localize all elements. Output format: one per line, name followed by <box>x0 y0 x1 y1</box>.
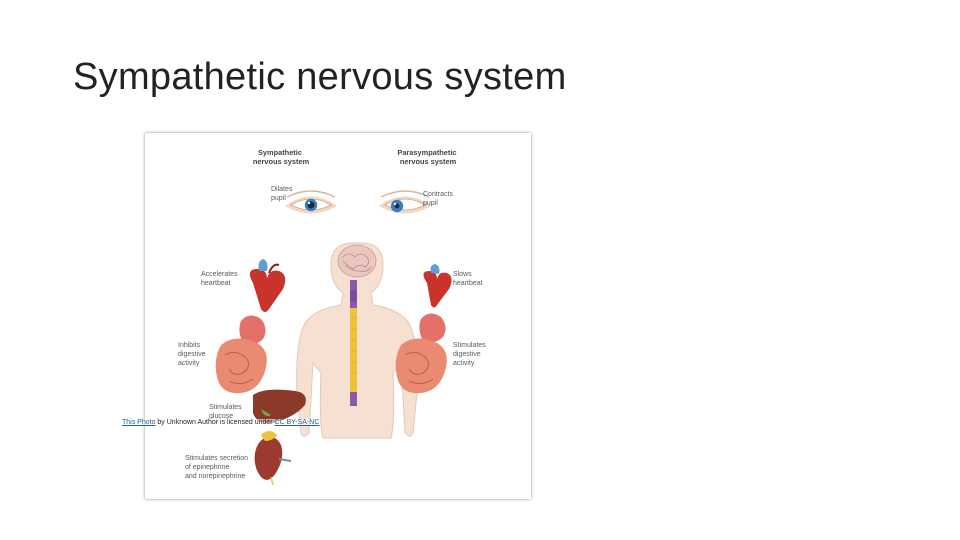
left-eye-icon <box>285 190 337 214</box>
sympathetic-header: Sympathetic nervous system <box>253 148 310 166</box>
photo-link[interactable]: This Photo <box>122 419 156 426</box>
label-stimulates-secretion: Stimulates secretion of epinephrine and … <box>185 455 250 480</box>
attribution-text: by Unknown Author is licensed under <box>155 419 275 426</box>
nervous-system-figure: Sympathetic nervous system Parasympathet… <box>145 133 531 499</box>
label-stimulates-glucose: Stimulates glucose <box>209 404 244 420</box>
liver-icon <box>253 389 306 424</box>
label-accelerates-heartbeat: Accelerates heartbeat <box>201 271 240 287</box>
image-attribution-caption: This Photo by Unknown Author is licensed… <box>122 419 320 426</box>
left-heart-icon <box>249 259 286 312</box>
label-contracts-pupil: Contracts pupil <box>423 191 455 207</box>
license-link[interactable]: CC BY-SA-NC <box>274 419 320 426</box>
parasympathetic-header: Parasympathetic nervous system <box>397 148 458 166</box>
right-digestive-icon <box>395 313 447 394</box>
right-heart-icon <box>423 264 452 308</box>
label-slows-heartbeat: Slows heartbeat <box>453 271 483 287</box>
human-torso-figure <box>296 242 418 439</box>
kidney-icon <box>254 431 292 486</box>
right-eye-icon <box>379 190 431 214</box>
label-dilates-pupil: Dilates pupil <box>271 186 294 202</box>
left-digestive-icon <box>215 315 267 394</box>
slide-title: Sympathetic nervous system <box>73 56 567 98</box>
nervous-system-diagram: Sympathetic nervous system Parasympathet… <box>178 148 488 486</box>
label-inhibits-digestive: Inhibits digestive activity <box>178 342 208 367</box>
label-stimulates-digestive: Stimulates digestive activity <box>453 342 488 367</box>
